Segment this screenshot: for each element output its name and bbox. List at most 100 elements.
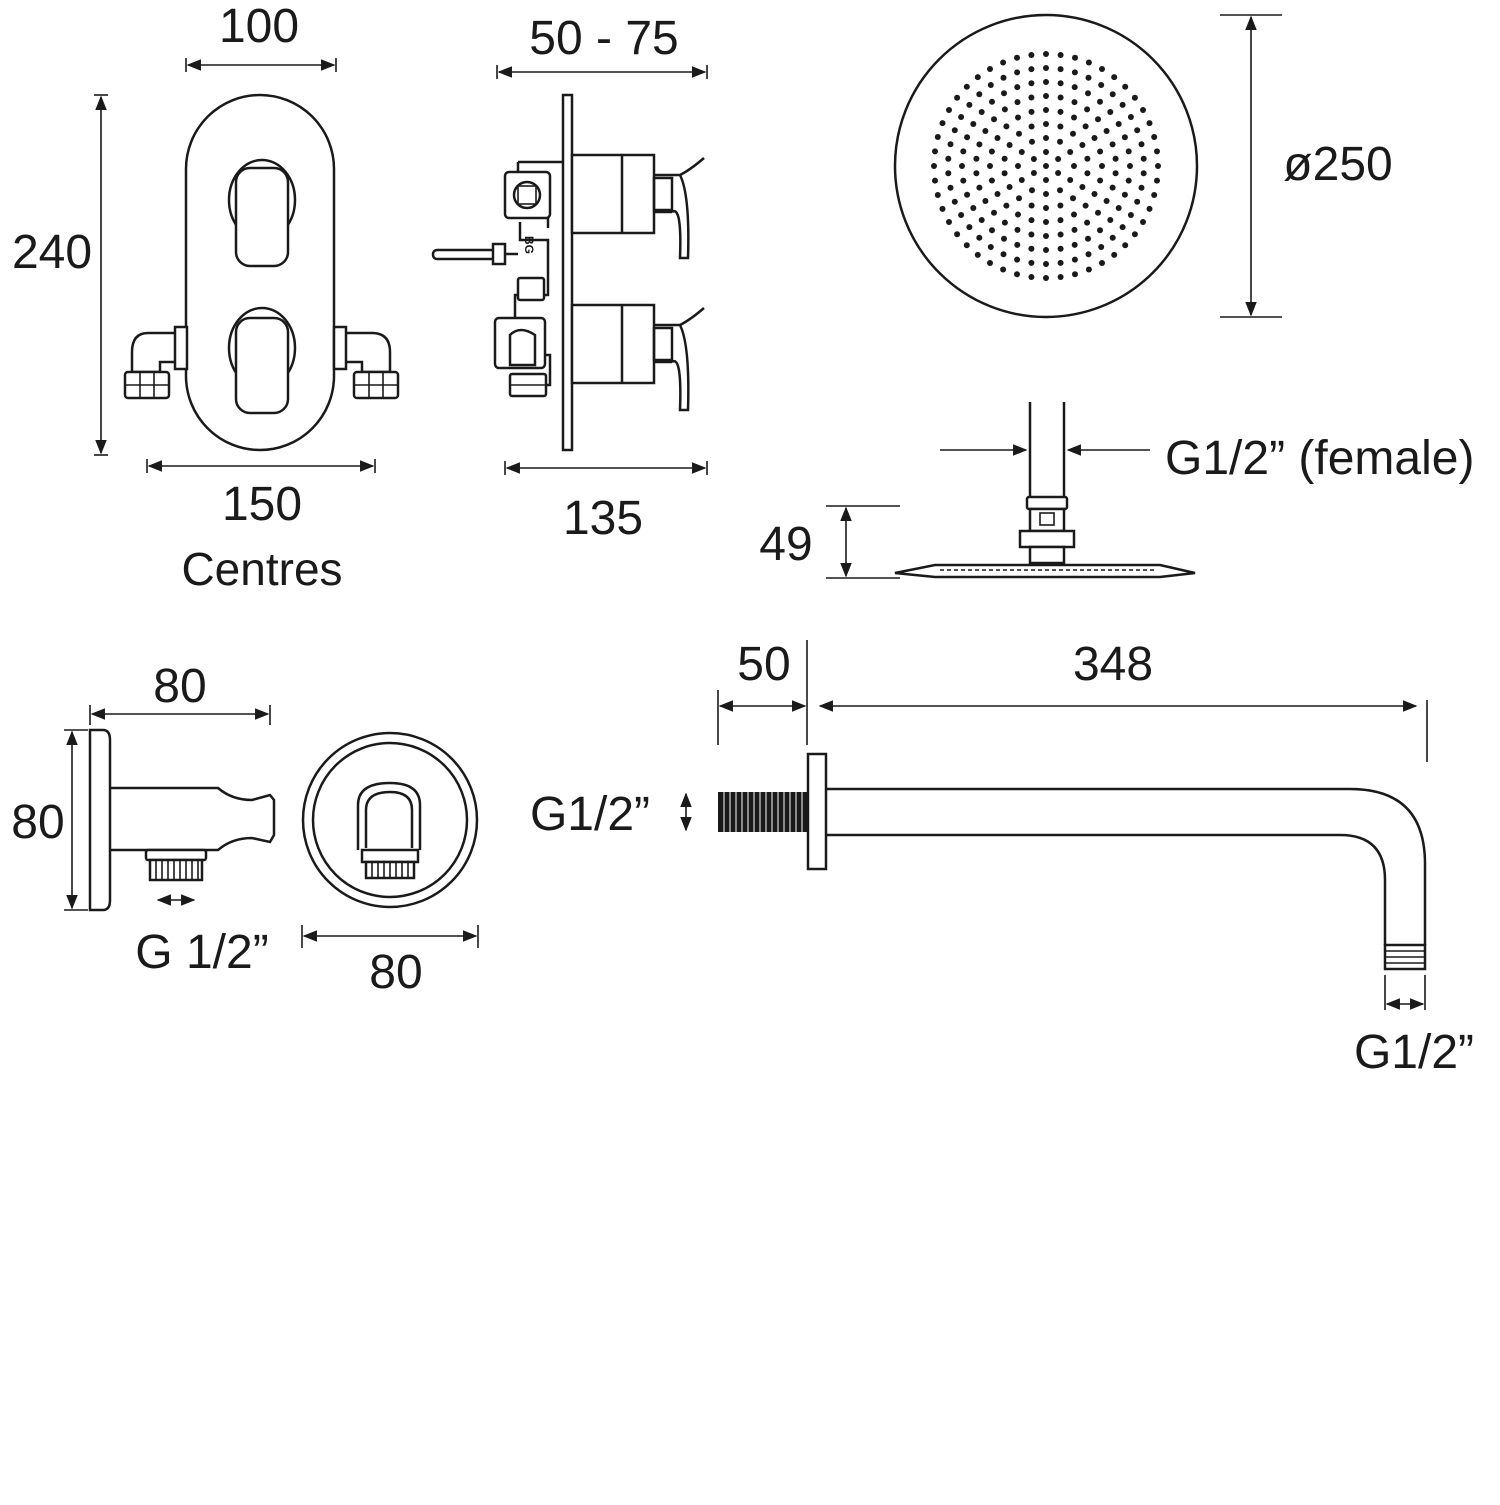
nozzle-dot (1006, 142, 1013, 148)
nozzle-dot (1028, 123, 1035, 130)
nozzle-dot (1043, 135, 1049, 141)
outlet-height-label: 80 (11, 796, 64, 849)
nozzle-dot (1000, 59, 1007, 66)
nozzle-dot (964, 134, 971, 141)
nozzle-dot (1014, 271, 1020, 278)
nozzle-dot (1028, 231, 1035, 238)
nozzle-dot (1134, 127, 1141, 134)
nozzle-dot (994, 135, 1001, 141)
nozzle-dot (1028, 94, 1035, 101)
outlet-wall-plate (88, 728, 112, 912)
valve-width-label: 100 (219, 0, 299, 53)
nozzle-dot (1057, 259, 1064, 266)
nozzle-dot (988, 148, 995, 155)
nozzle-dot (1018, 149, 1025, 155)
nozzle-dot (1112, 155, 1119, 162)
body-mark: BG (522, 236, 536, 254)
nozzle-dot (1071, 99, 1078, 106)
nozzle-dot (1043, 51, 1049, 57)
nozzle-dot (960, 148, 967, 155)
nozzle-dot (1028, 217, 1035, 224)
shower-head-side: G1/2” (female) 49 (759, 402, 1474, 579)
nozzle-dot (1127, 212, 1134, 218)
centres-value-label: 150 (222, 478, 302, 531)
nozzle-dot (1131, 231, 1138, 238)
nozzle-dot (931, 163, 937, 169)
nozzle-dot (951, 127, 958, 134)
nozzle-dot (1006, 184, 1013, 190)
valve-front-view: 100 240 150 Centres (12, 0, 400, 595)
nozzle-dot (1057, 123, 1064, 130)
nozzle-dot (1115, 205, 1122, 211)
nozzle-dot (945, 155, 952, 162)
nozzle-dot (959, 163, 965, 169)
nozzle-dot (1028, 274, 1035, 280)
nozzle-dot (974, 251, 981, 258)
nozzle-dot (1014, 256, 1021, 263)
top-cartridge (570, 153, 705, 260)
nozzle-dot (1082, 123, 1089, 130)
nozzle-dot (1140, 219, 1146, 225)
nozzle-dot (932, 177, 938, 184)
nozzle-dot (976, 91, 983, 98)
nozzle-dot (1071, 84, 1078, 91)
nozzle-dot (987, 163, 993, 169)
nozzle-dot (958, 212, 965, 218)
nozzle-dot (939, 205, 946, 212)
nozzle-dot (1084, 106, 1091, 113)
nozzle-dot (1097, 177, 1104, 184)
nozzle-dot (963, 83, 970, 90)
nozzle-dot (1015, 211, 1021, 218)
left-elbow-connector (123, 325, 189, 400)
nozzle-dot (1043, 121, 1049, 127)
flange-label: 50 (737, 638, 790, 691)
nozzle-grid (931, 51, 1161, 281)
bottom-cartridge (570, 303, 705, 412)
nozzle-dot (1125, 177, 1132, 184)
nozzle-dot (1014, 54, 1020, 61)
nozzle-dot (1028, 202, 1035, 209)
nozzle-dot (954, 94, 961, 101)
side-faceplate (561, 93, 574, 452)
nozzle-dot (1125, 148, 1132, 155)
nozzle-dot (989, 227, 995, 234)
depth-range-label: 50 - 75 (529, 12, 678, 65)
nozzle-dot (1154, 148, 1160, 155)
nozzle-dot (1028, 66, 1035, 73)
outlet-front-width-label: 80 (369, 946, 422, 999)
nozzle-dot (1018, 177, 1025, 183)
nozzle-dot (1016, 195, 1022, 202)
nozzle-dot (1111, 251, 1118, 258)
nozzle-dot (1057, 217, 1064, 224)
wall-outlet-side: 80 80 G 1/2” (11, 660, 276, 979)
nozzle-dot (1029, 138, 1035, 145)
nozzle-dot (1057, 138, 1063, 145)
nozzle-dot (1057, 187, 1063, 194)
nozzle-dot (1084, 155, 1091, 162)
nozzle-dot (988, 177, 995, 184)
nozzle-dot (1071, 163, 1077, 169)
nozzle-dot (1043, 65, 1049, 71)
right-elbow-connector (332, 325, 400, 400)
nozzle-dot (1055, 156, 1062, 162)
wall-outlet-front: 80 (301, 731, 479, 999)
nozzle-dot (1138, 184, 1145, 191)
nozzle-dot (1070, 195, 1076, 202)
nozzle-dot (1079, 184, 1086, 190)
nozzle-dot (1122, 242, 1129, 249)
isolation-spindle (431, 242, 518, 266)
nozzle-dot (1127, 114, 1134, 120)
nozzle-dot (1099, 163, 1105, 169)
nozzle-dot (1121, 191, 1128, 198)
nozzle-dot (966, 224, 973, 231)
nozzle-dot (1119, 101, 1126, 108)
nozzle-dot (1057, 52, 1064, 58)
nozzle-dot (1043, 219, 1049, 225)
nozzle-dot (1043, 149, 1049, 155)
nozzle-dot (1014, 69, 1021, 76)
nozzle-dot (1095, 209, 1101, 216)
arm-inlet-label: G1/2” (530, 788, 650, 841)
nozzle-dot (987, 244, 994, 250)
nozzle-dot (1085, 235, 1091, 242)
